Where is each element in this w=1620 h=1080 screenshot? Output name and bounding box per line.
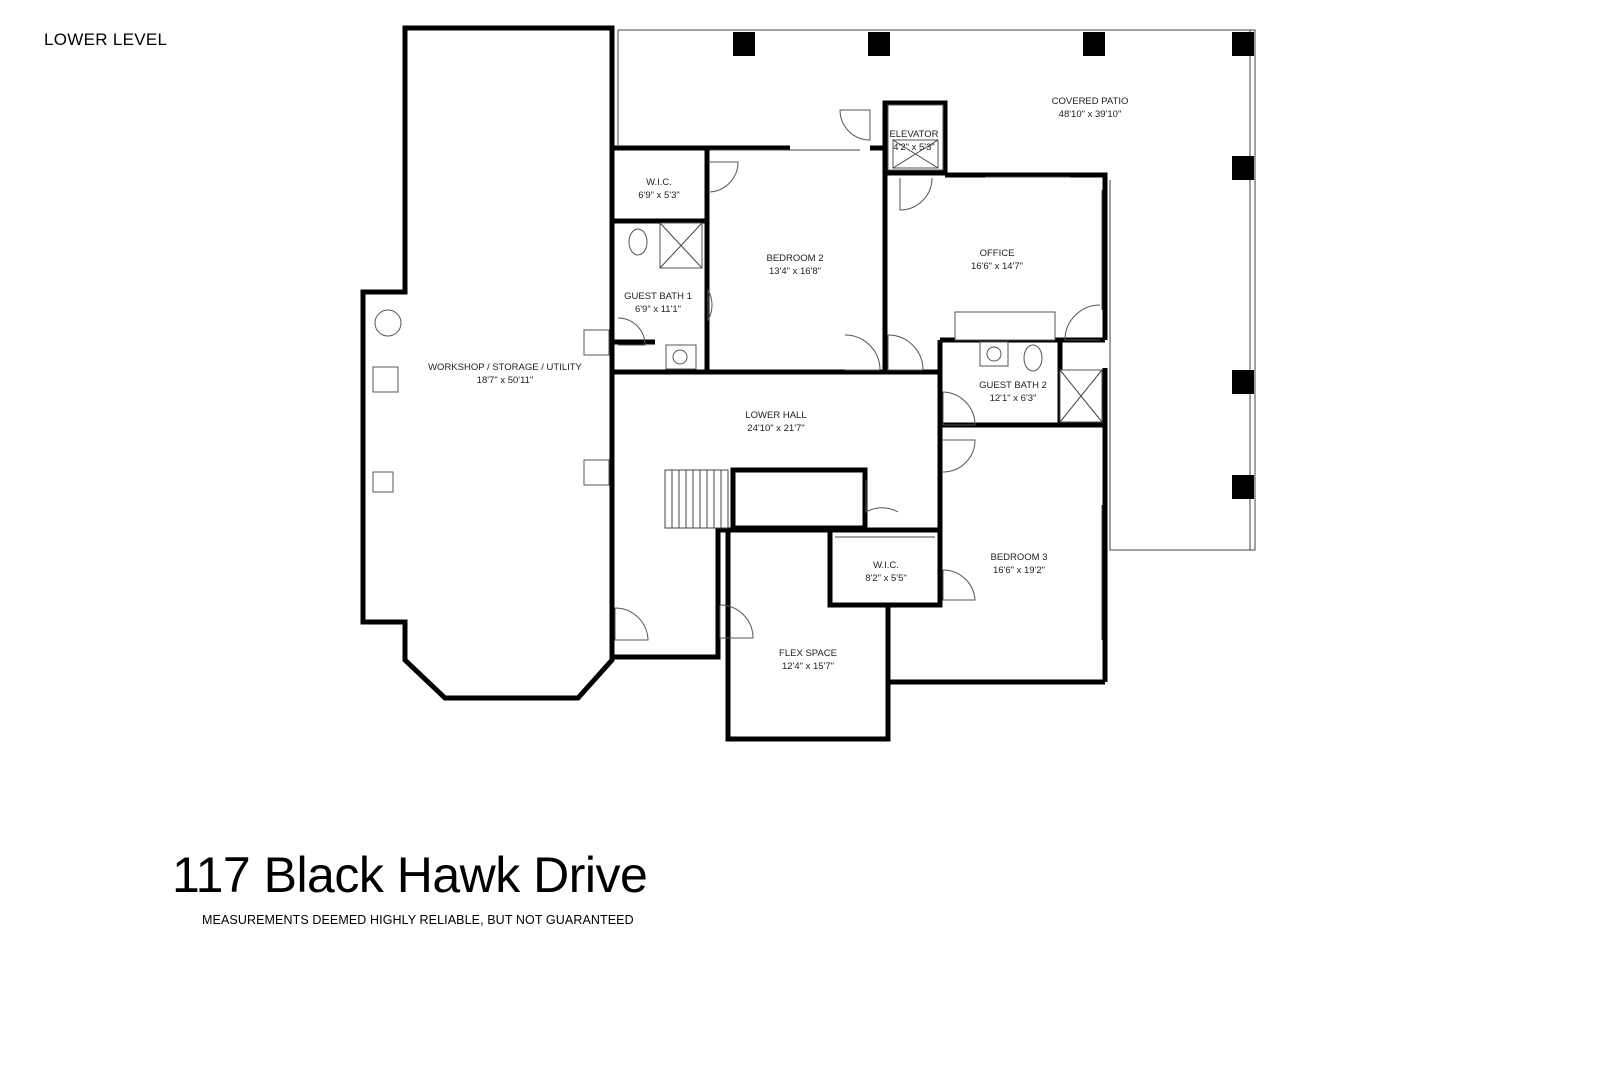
room-dims: 12'1" x 6'3" xyxy=(990,393,1037,404)
room-name: W.I.C. xyxy=(646,177,672,188)
room-label-workshop: WORKSHOP / STORAGE / UTILITY 18'7" x 50'… xyxy=(428,362,582,386)
room-dims: 16'6" x 19'2" xyxy=(993,565,1045,576)
stairs xyxy=(664,469,729,529)
room-name: W.I.C. xyxy=(873,560,899,571)
room-label-wic-2: W.I.C. 8'2" x 5'5" xyxy=(865,560,907,584)
covered-patio-outline xyxy=(617,29,1256,551)
room-dims: 48'10" x 39'10" xyxy=(1059,109,1122,120)
room-dims: 6'9" x 11'1" xyxy=(635,304,681,315)
floor-label: LOWER LEVEL xyxy=(44,30,168,49)
room-dims: 24'10" x 21'7" xyxy=(747,423,804,434)
room-label-guest-bath-2: GUEST BATH 2 12'1" x 6'3" xyxy=(979,380,1047,404)
room-label-bedroom-2: BEDROOM 2 13'4" x 16'8" xyxy=(766,253,823,277)
room-label-bedroom-3: BEDROOM 3 16'6" x 19'2" xyxy=(990,552,1047,576)
room-name: COVERED PATIO xyxy=(1052,96,1129,107)
room-name: ELEVATOR xyxy=(889,129,938,140)
room-dims: 6'9" x 5'3" xyxy=(638,190,680,201)
room-name: BEDROOM 2 xyxy=(766,253,823,264)
windows xyxy=(710,149,1103,640)
room-dims: 13'4" x 16'8" xyxy=(769,266,821,277)
measurement-disclaimer: MEASUREMENTS DEEMED HIGHLY RELIABLE, BUT… xyxy=(202,913,634,927)
room-dims: 4'2" x 5'3" xyxy=(893,142,935,153)
room-name: LOWER HALL xyxy=(745,410,806,421)
room-label-covered-patio: COVERED PATIO 48'10" x 39'10" xyxy=(1052,96,1129,120)
patio-columns xyxy=(733,32,1254,499)
room-label-office: OFFICE 16'6" x 14'7" xyxy=(971,248,1023,272)
room-name: OFFICE xyxy=(980,248,1015,259)
room-dims: 8'2" x 5'5" xyxy=(865,573,907,584)
fixtures xyxy=(372,104,1103,493)
room-name: FLEX SPACE xyxy=(779,648,837,659)
room-dims: 16'6" x 14'7" xyxy=(971,261,1023,272)
room-label-guest-bath-1: GUEST BATH 1 6'9" x 11'1" xyxy=(624,291,692,315)
room-name: BEDROOM 3 xyxy=(990,552,1047,563)
property-address: 117 Black Hawk Drive xyxy=(172,847,648,903)
room-dims: 12'4" x 15'7" xyxy=(782,661,834,672)
main-block-walls xyxy=(609,100,1108,742)
room-label-lower-hall: LOWER HALL 24'10" x 21'7" xyxy=(745,410,806,434)
room-name: GUEST BATH 1 xyxy=(624,291,692,302)
doors xyxy=(614,109,1101,641)
room-label-wic-1: W.I.C. 6'9" x 5'3" xyxy=(638,177,680,201)
room-label-flex-space: FLEX SPACE 12'4" x 15'7" xyxy=(779,648,837,672)
room-name: GUEST BATH 2 xyxy=(979,380,1047,391)
room-name: WORKSHOP / STORAGE / UTILITY xyxy=(428,362,582,373)
room-dims: 18'7" x 50'11" xyxy=(477,375,534,386)
room-label-elevator: ELEVATOR 4'2" x 5'3" xyxy=(889,129,938,153)
